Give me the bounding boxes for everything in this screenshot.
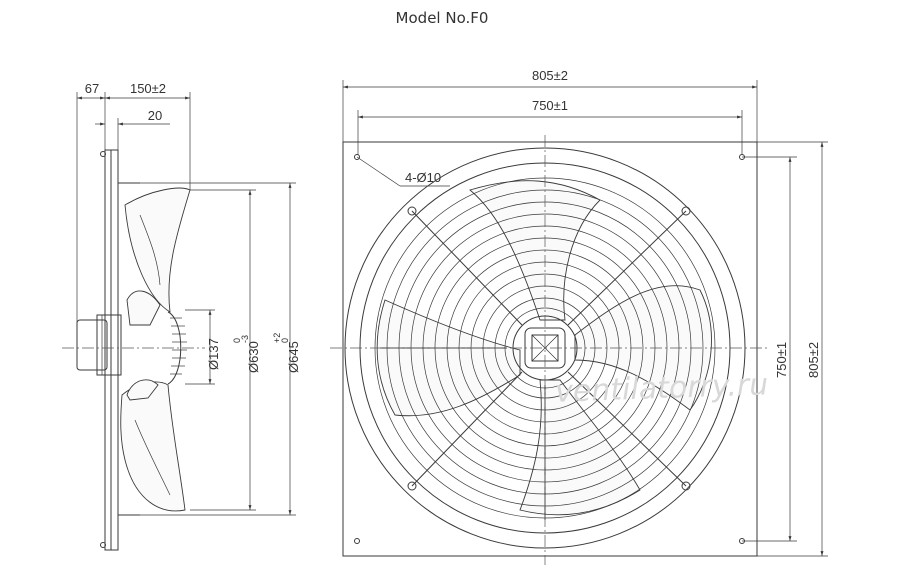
motor-body bbox=[76, 319, 108, 371]
guard-bolt-3 bbox=[407, 481, 417, 491]
dim-630-label: Ø630 bbox=[246, 341, 261, 373]
hole-bottom-left bbox=[354, 538, 360, 544]
dim-20-label: 20 bbox=[148, 108, 162, 123]
dim-645-tol-upper: +2 bbox=[272, 333, 282, 343]
dim-645-label: Ø645 bbox=[286, 341, 301, 373]
side-flange-top bbox=[111, 149, 140, 185]
dim-750-top-label: 750±1 bbox=[532, 98, 568, 113]
guard-bolt-4 bbox=[681, 481, 691, 491]
front-view: 805±2 750±1 4-Ø10 bbox=[330, 68, 828, 565]
dim-805-right-label: 805±2 bbox=[806, 342, 821, 378]
dim-750-right-label: 750±1 bbox=[774, 342, 789, 378]
motor-housing bbox=[96, 314, 122, 376]
side-bolt-bottom bbox=[100, 542, 106, 548]
side-blades bbox=[120, 187, 191, 512]
dim-137-label: Ø137 bbox=[206, 338, 221, 370]
dim-150-label: 150±2 bbox=[130, 81, 166, 96]
holes-leader bbox=[356, 156, 401, 187]
dim-630-tol-lower: -3 bbox=[240, 335, 250, 343]
watermark: ventilatorry.ru bbox=[555, 367, 769, 409]
guard-bolt-1 bbox=[407, 206, 417, 216]
side-bolt-top bbox=[100, 151, 106, 157]
drawing-title: Model No.F0 bbox=[396, 9, 489, 27]
dim-67-label: 67 bbox=[85, 81, 99, 96]
hole-top-left bbox=[354, 154, 360, 160]
dim-630-tol-upper: 0 bbox=[232, 338, 242, 343]
dim-805-top-label: 805±2 bbox=[532, 68, 568, 83]
dim-645-tol-lower: 0 bbox=[280, 338, 290, 343]
mounting-plate bbox=[342, 141, 758, 557]
holes-label: 4-Ø10 bbox=[405, 170, 441, 185]
side-flange-bottom bbox=[111, 514, 140, 551]
side-plate bbox=[104, 149, 112, 551]
guard-bolt-2 bbox=[681, 206, 691, 216]
side-view: 67 150±2 20 bbox=[62, 81, 301, 551]
hub-fins bbox=[167, 311, 187, 385]
